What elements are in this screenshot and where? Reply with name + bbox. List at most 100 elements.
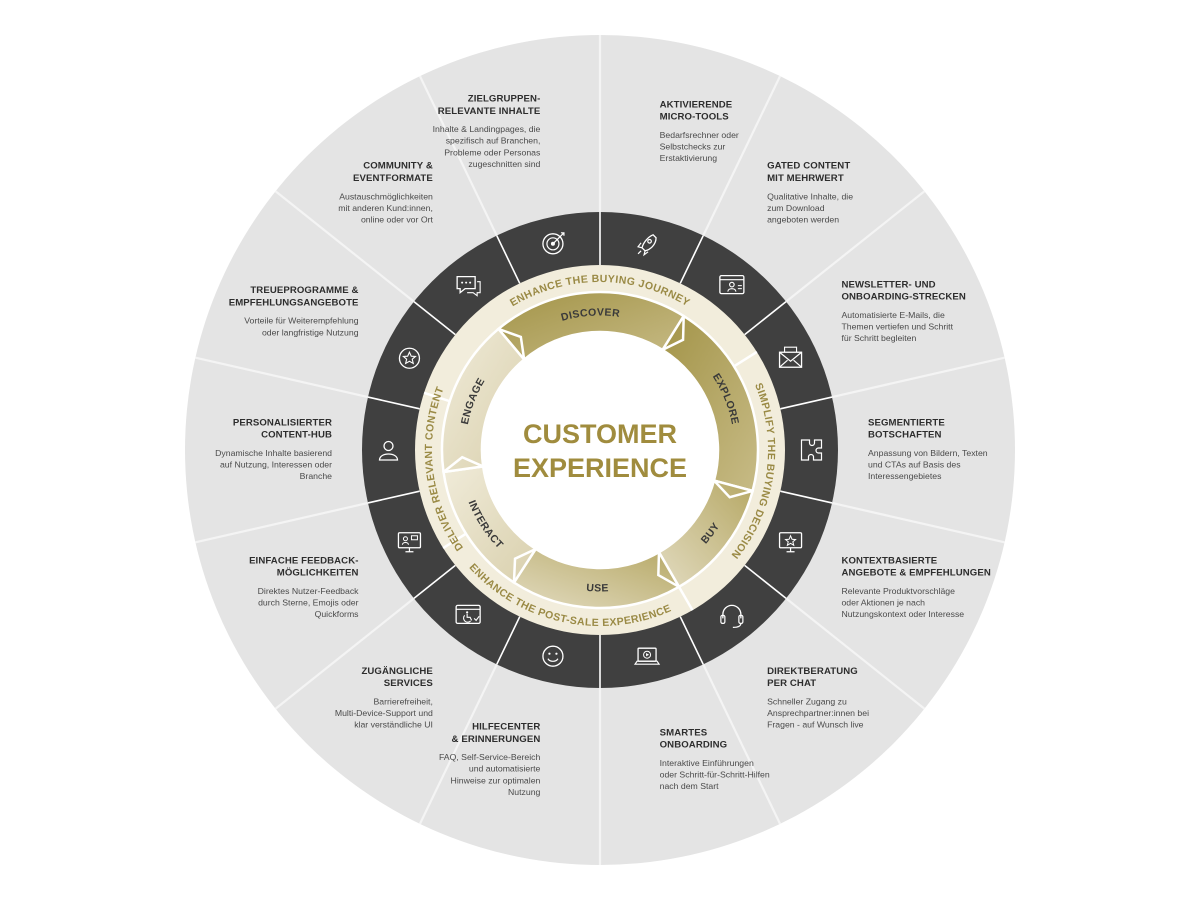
center-circle [482,332,718,568]
dark-ring-divider [413,300,456,336]
segment-label: TREUEPROGRAMME &EMPFEHLUNGSANGEBOTE Vorte… [229,285,359,337]
segment-description: Probleme oder Personas [444,147,541,157]
person-icon [378,440,399,461]
stage-arrow-tip [498,327,526,360]
stage-arrow-tip [713,479,753,499]
segment-label: NEWSLETTER- UND ONBOARDING-STRECKEN Automa… [841,279,966,343]
segment-title: PERSONALISIERTER [233,417,332,428]
segment-description: Interessengebietes [868,471,942,481]
segment-description: Schneller Zugang zu [767,697,847,707]
segment-description: oder Aktionen je nach [841,597,925,607]
monitor-feedback-icon [397,532,422,553]
outer-divider [418,75,498,237]
segment-description: klar verständliche UI [354,720,433,730]
segment-description: nach dem Start [660,781,719,791]
segment-title: ZUGÄNGLICHE [361,666,433,677]
segment-title: PER CHAT [767,678,816,689]
stage-arrow-tip [657,552,680,588]
dark-ring-divider [744,300,787,336]
segment-label: COMMUNITY &EVENTFORMATEAustauschmöglichk… [338,161,433,225]
segment-description: Interaktive Einführungen [660,758,754,768]
stage-arrow-tip [661,315,685,352]
segment-description: Automatisierte E-Mails, die [841,310,944,320]
accessibility-icon [455,604,481,625]
segment-description: Selbstchecks zur [660,141,726,151]
envelope-icon [778,346,803,368]
laptop-play-icon [633,647,661,665]
segment-description: angeboten werden [767,214,839,224]
segment-title: EVENTFORMATE [353,173,433,184]
segment-description: Inhalte & Landingpages, die [433,124,541,134]
dark-ring-divider [496,235,521,284]
segment-title: MIT MEHRWERT [767,173,844,184]
outer-divider [702,75,782,237]
stage-arrow-tip [512,547,537,583]
segment-title: SERVICES [384,678,434,689]
segment-description: Qualitative Inhalte, die [767,191,853,201]
segment-title: CONTENT-HUB [261,430,332,441]
segment-description: online oder vor Ort [361,214,434,224]
segment-description: Vorteile für Weiterempfehlung [244,316,358,326]
segment-description: Quickforms [315,609,360,619]
dark-ring-divider [780,490,833,504]
segment-title: ONBOARDING-STRECKEN [841,292,966,303]
segment-description: FAQ, Self-Service-Bereich [439,752,541,762]
segment-title: KONTEXTBASIERTE [841,555,937,566]
segment-description: Themen vertiefen und Schritt [841,322,953,332]
segment-description: Nutzungskontext oder Interesse [841,609,964,619]
center-title-line-2: EXPERIENCE [513,453,687,483]
segment-title: BOTSCHAFTEN [868,430,942,441]
segment-description: Ansprechpartner:innen bei [767,708,869,718]
segment-title: SMARTES [660,727,708,738]
segment-title: & ERINNERUNGEN [452,734,541,745]
segment-description: Multi-Device-Support und [335,708,433,718]
outer-divider [785,190,926,303]
segment-description: und automatisierte [469,764,541,774]
browser-user-icon [719,274,745,295]
segment-title: EINFACHE FEEDBACK- [249,555,358,566]
headset-icon [720,604,744,628]
segment-description: zugeschnitten sind [468,159,540,169]
dark-ring-divider [496,616,521,665]
puzzle-icon [800,439,823,461]
segment-description: Direktes Nutzer-Feedback [258,586,360,596]
dark-ring-divider [679,616,704,665]
segment-description: oder langfristige Nutzung [262,327,359,337]
segment-description: auf Nutzung, Interessen oder [220,460,332,470]
segment-title: TREUEPROGRAMME & [250,285,358,296]
segment-description: und CTAs auf Basis des [868,460,961,470]
segment-title: RELEVANTE INHALTE [438,106,541,117]
segment-title: NEWSLETTER- UND [841,279,935,290]
dark-ring-divider [780,396,833,410]
segment-description: Fragen - auf Wunsch live [767,720,864,730]
center-title-line-1: CUSTOMER [523,419,677,449]
segment-description: Bedarfsrechner oder [660,130,739,140]
target-icon [542,232,565,255]
segment-description: für Schritt begleiten [841,333,916,343]
segment-description: Dynamische Inhalte basierend [215,448,332,458]
segment-description: mit anderen Kund:innen, [338,203,433,213]
segment-description: Erstaktivierung [660,153,718,163]
outer-divider [831,356,1005,399]
segment-description: Austauschmöglichkeiten [339,191,433,201]
segment-title: DIREKTBERATUNG [767,666,858,677]
monitor-star-icon [778,532,803,553]
segment-description: spezifisch auf Branchen, [446,136,541,146]
dark-ring-divider [367,396,420,410]
segment-title: ZIELGRUPPEN- [468,93,541,104]
process-ring-divider [442,532,467,550]
segment-title: AKTIVIERENDE [660,99,733,110]
segment-label: ZUGÄNGLICHESERVICESBarrierefreiheit,Mult… [335,666,434,730]
segment-title: GATED CONTENT [767,161,850,172]
process-ring-divider [677,586,694,611]
dark-ring-divider [744,564,787,600]
segment-title: EMPFEHLUNGSANGEBOTE [229,297,359,308]
